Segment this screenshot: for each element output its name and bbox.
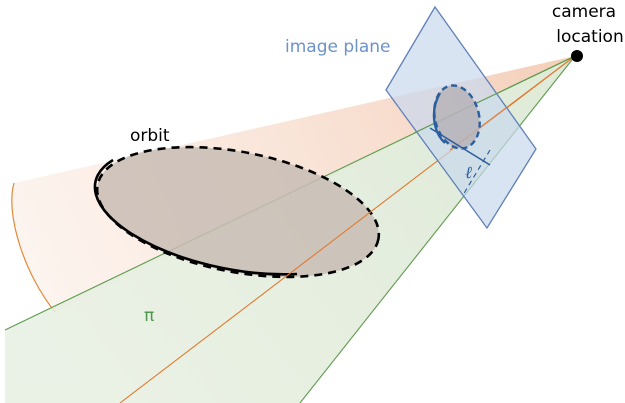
plane-pi-lower-edge xyxy=(299,55,576,403)
line-ell xyxy=(429,127,491,166)
orbit-ellipse xyxy=(93,145,381,279)
pi-label: π xyxy=(144,306,154,326)
camera-label-line2: location xyxy=(556,27,623,47)
orbit-label: orbit xyxy=(130,126,170,146)
cone-rim-edge xyxy=(11,182,56,313)
projected-orbit xyxy=(432,84,481,150)
camera-label-line1: camera xyxy=(552,2,616,22)
ell-label: ℓ xyxy=(465,163,472,183)
camera-location-dot xyxy=(571,50,583,62)
image-plane-label: image plane xyxy=(285,37,391,57)
